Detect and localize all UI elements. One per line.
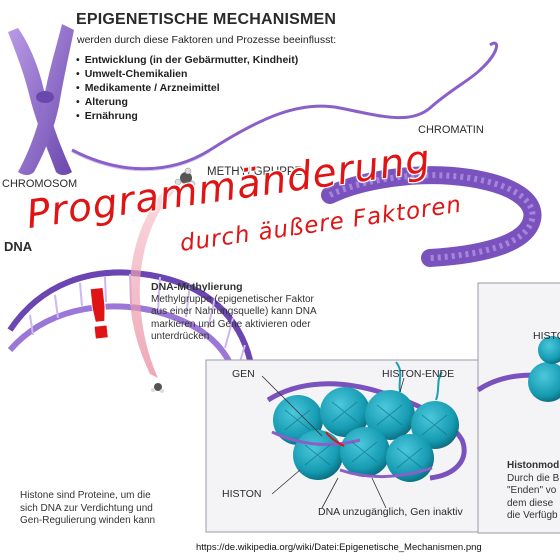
factor-item: Medikamente / Arzneimittel: [76, 81, 298, 95]
factor-item: Entwicklung (in der Gebärmutter, Kindhei…: [76, 53, 299, 67]
label-histo-cut: HISTO: [533, 330, 560, 342]
histone-note-line: sich DNA zur Verdichtung und: [20, 502, 153, 514]
methylation-line: markieren und Gene aktivieren oder: [151, 318, 311, 330]
label-chromosom: CHROMOSOM: [2, 178, 78, 190]
histone-mod-description: Histonmod Durch die B "Enden" vo dem die…: [507, 460, 560, 523]
methylation-line: Methylgruppe (epigenetischer Faktor: [151, 293, 314, 305]
histone-mod-heading: Histonmod: [507, 460, 560, 471]
diagram-subtitle: werden durch diese Faktoren und Prozesse…: [77, 34, 337, 46]
label-dna: DNA: [4, 239, 33, 254]
methylation-description: DNA-Methylierung Methylgruppe (epigeneti…: [151, 281, 361, 344]
chromatin-coil: [321, 166, 542, 267]
label-dna-unzugaenglich: DNA unzugänglich, Gen inaktiv: [318, 506, 463, 518]
methylation-line: unterdrücken: [151, 331, 210, 342]
histone-mod-line: "Enden" vo: [507, 485, 557, 496]
histone-mod-line: Durch die B: [507, 472, 560, 484]
source-url: https://de.wikipedia.org/wiki/Datei:Epig…: [196, 542, 482, 553]
methylation-arrow: [129, 186, 176, 378]
chromosome-figure: [8, 24, 74, 175]
methyl-group-icon: [174, 167, 196, 188]
methylation-line: aus einer Nahrungsquelle) kann DNA: [151, 306, 317, 317]
factor-item: Alterung: [76, 95, 298, 109]
label-methylgruppe: METHYLGRUPPE: [207, 166, 303, 178]
diagram-title: EPIGENETISCHE MECHANISMEN: [76, 11, 337, 28]
factor-list: Entwicklung (in der Gebärmutter, Kindhei…: [76, 53, 299, 123]
label-gen: GEN: [232, 368, 255, 380]
factor-item: Ernährung: [76, 109, 298, 123]
methyl-group-icon-small: [151, 383, 164, 393]
histone-note-line: Gen-Regulierung winden kann: [20, 515, 156, 526]
histone-cluster: [266, 361, 467, 482]
methylation-heading: DNA-Methylierung: [151, 281, 243, 293]
label-histon: HISTON: [222, 488, 262, 500]
label-chromatin: CHROMATIN: [418, 124, 484, 136]
histone-cluster-right: [476, 336, 560, 402]
factor-item: Umwelt-Chemikalien: [76, 67, 298, 81]
histone-note-line: Histone sind Proteine, um die: [20, 490, 151, 501]
label-histon-ende: HISTON-ENDE: [382, 368, 455, 380]
histone-note: Histone sind Proteine, um die sich DNA z…: [20, 490, 200, 528]
chromatin-fiber: [71, 41, 498, 171]
histone-mod-line: die Verfügb: [507, 510, 558, 521]
histone-mod-line: dem diese: [507, 497, 554, 509]
